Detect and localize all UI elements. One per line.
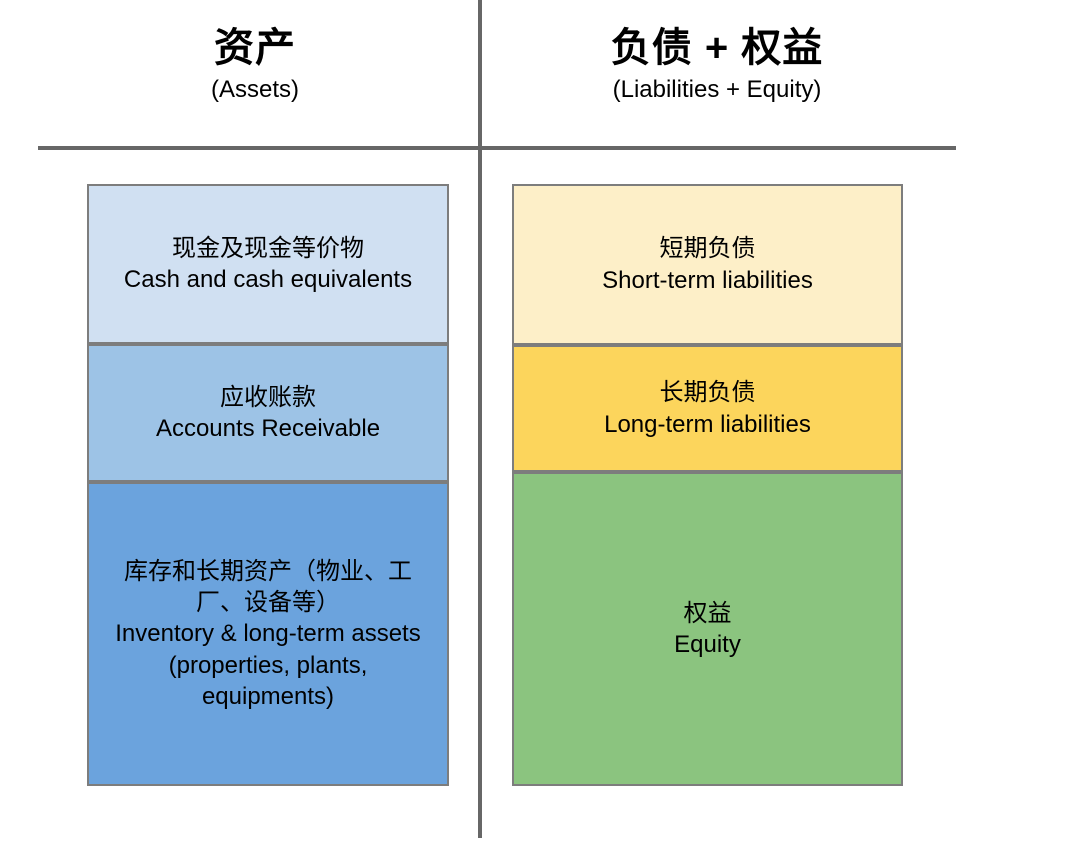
asset-box-accounts-receivable-text: 应收账款 Accounts Receivable <box>156 382 380 444</box>
liability-box-long-term-text: 长期负债 Long-term liabilities <box>604 377 811 439</box>
equity-box-label-en: Equity <box>674 631 741 658</box>
assets-column-header: 资产 (Assets) <box>40 26 470 104</box>
equity-box: 权益 Equity <box>512 472 903 786</box>
assets-heading-cn: 资产 <box>214 26 296 70</box>
liabilities-equity-heading-en: (Liabilities + Equity) <box>612 75 822 103</box>
asset-box-cash-label-en: Cash and cash equivalents <box>123 266 413 293</box>
asset-box-cash-label-cn: 现金及现金等价物 <box>172 234 364 262</box>
asset-box-accounts-receivable: 应收账款 Accounts Receivable <box>87 344 449 482</box>
liability-box-short-term-text: 短期负债 Short-term liabilities <box>602 233 813 295</box>
asset-box-inventory-long-term-text: 库存和长期资产（物业、工厂、设备等） Inventory & long-term… <box>103 556 433 712</box>
liability-box-long-term-label-en: Long-term liabilities <box>604 410 811 438</box>
asset-box-cash-text: 现金及现金等价物 Cash and cash equivalents <box>124 233 412 295</box>
liabilities-equity-heading-cn: 负债 + 权益 <box>610 26 824 70</box>
equity-box-label-cn: 权益 <box>683 599 732 627</box>
asset-box-inventory-long-term: 库存和长期资产（物业、工厂、设备等） Inventory & long-term… <box>87 482 449 786</box>
liability-box-long-term: 长期负债 Long-term liabilities <box>512 345 903 472</box>
liability-box-long-term-label-cn: 长期负债 <box>659 379 756 407</box>
asset-box-cash: 现金及现金等价物 Cash and cash equivalents <box>87 184 449 344</box>
asset-box-accounts-receivable-label-cn: 应收账款 <box>220 383 316 411</box>
asset-box-inventory-long-term-label-cn: 库存和长期资产（物业、工厂、设备等） <box>124 558 412 617</box>
asset-box-accounts-receivable-label-en: Accounts Receivable <box>155 415 381 442</box>
liability-box-short-term-label-en: Short-term liabilities <box>602 266 813 294</box>
asset-box-inventory-long-term-label-en: Inventory & long-term assets (properties… <box>115 620 421 710</box>
assets-heading-en: (Assets) <box>210 75 299 103</box>
equity-box-text: 权益 Equity <box>674 598 741 660</box>
liability-box-short-term-label-cn: 短期负债 <box>659 235 756 263</box>
liabilities-equity-column-header: 负债 + 权益 (Liabilities + Equity) <box>492 26 942 104</box>
header-divider-horizontal <box>38 146 956 150</box>
liability-box-short-term: 短期负债 Short-term liabilities <box>512 184 903 345</box>
column-divider-vertical <box>478 0 482 838</box>
